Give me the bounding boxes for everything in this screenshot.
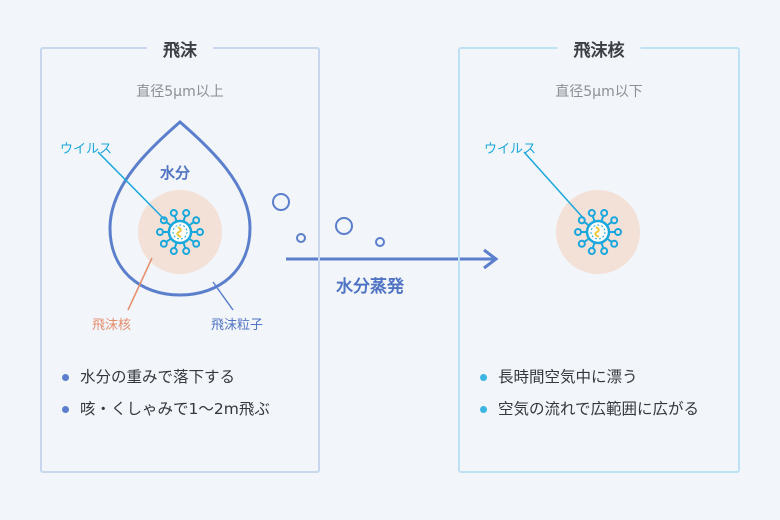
- bubble: [272, 193, 290, 211]
- bubble: [296, 233, 306, 243]
- evaporation-label: 水分蒸発: [330, 272, 410, 297]
- nucleus-label: 飛沫核: [92, 318, 132, 333]
- panel-title: 飛沫: [147, 36, 213, 61]
- bullet-list: 長時間空気中に漂う 空気の流れで広範囲に広がる: [480, 365, 728, 429]
- droplet-particle-label: 飛沫粒子: [211, 318, 264, 333]
- leader-nucleus: [127, 257, 153, 311]
- bubble: [375, 237, 385, 247]
- leader-virus-left: [97, 151, 166, 221]
- panel-subtitle: 直径5μm以上: [136, 84, 224, 100]
- list-item: 空気の流れで広範囲に広がる: [480, 397, 728, 421]
- virus-label: ウイルス: [60, 142, 113, 157]
- bullet-dot-icon: [480, 406, 487, 413]
- water-label: 水分: [160, 164, 191, 182]
- bubble: [335, 217, 353, 235]
- leader-droplet: [212, 281, 234, 311]
- list-item: 咳・くしゃみで1〜2m飛ぶ: [62, 397, 310, 421]
- bullet-dot-icon: [62, 406, 69, 413]
- bullet-dot-icon: [480, 374, 487, 381]
- virus-label: ウイルス: [484, 142, 537, 157]
- list-item: 長時間空気中に漂う: [480, 365, 728, 389]
- evaporation-arrow-head: [483, 248, 499, 270]
- bullet-dot-icon: [62, 374, 69, 381]
- panel-title: 飛沫核: [557, 36, 641, 61]
- droplet-outline: [108, 120, 252, 297]
- bullet-list: 水分の重みで落下する 咳・くしゃみで1〜2m飛ぶ: [62, 365, 310, 429]
- list-item: 水分の重みで落下する: [62, 365, 310, 389]
- leader-virus-right: [523, 151, 586, 221]
- virus-icon-left: [156, 208, 204, 256]
- panel-subtitle: 直径5μm以下: [555, 84, 643, 100]
- nucleus-panel: 飛沫核 直径5μm以下 長時間空気中に漂う 空気の流れで広範囲に広がる: [458, 36, 740, 473]
- virus-icon-right: [574, 208, 622, 256]
- droplet-panel: 飛沫 直径5μm以上 水分の重みで落下する 咳・くしゃみで1〜2m飛ぶ: [40, 36, 320, 473]
